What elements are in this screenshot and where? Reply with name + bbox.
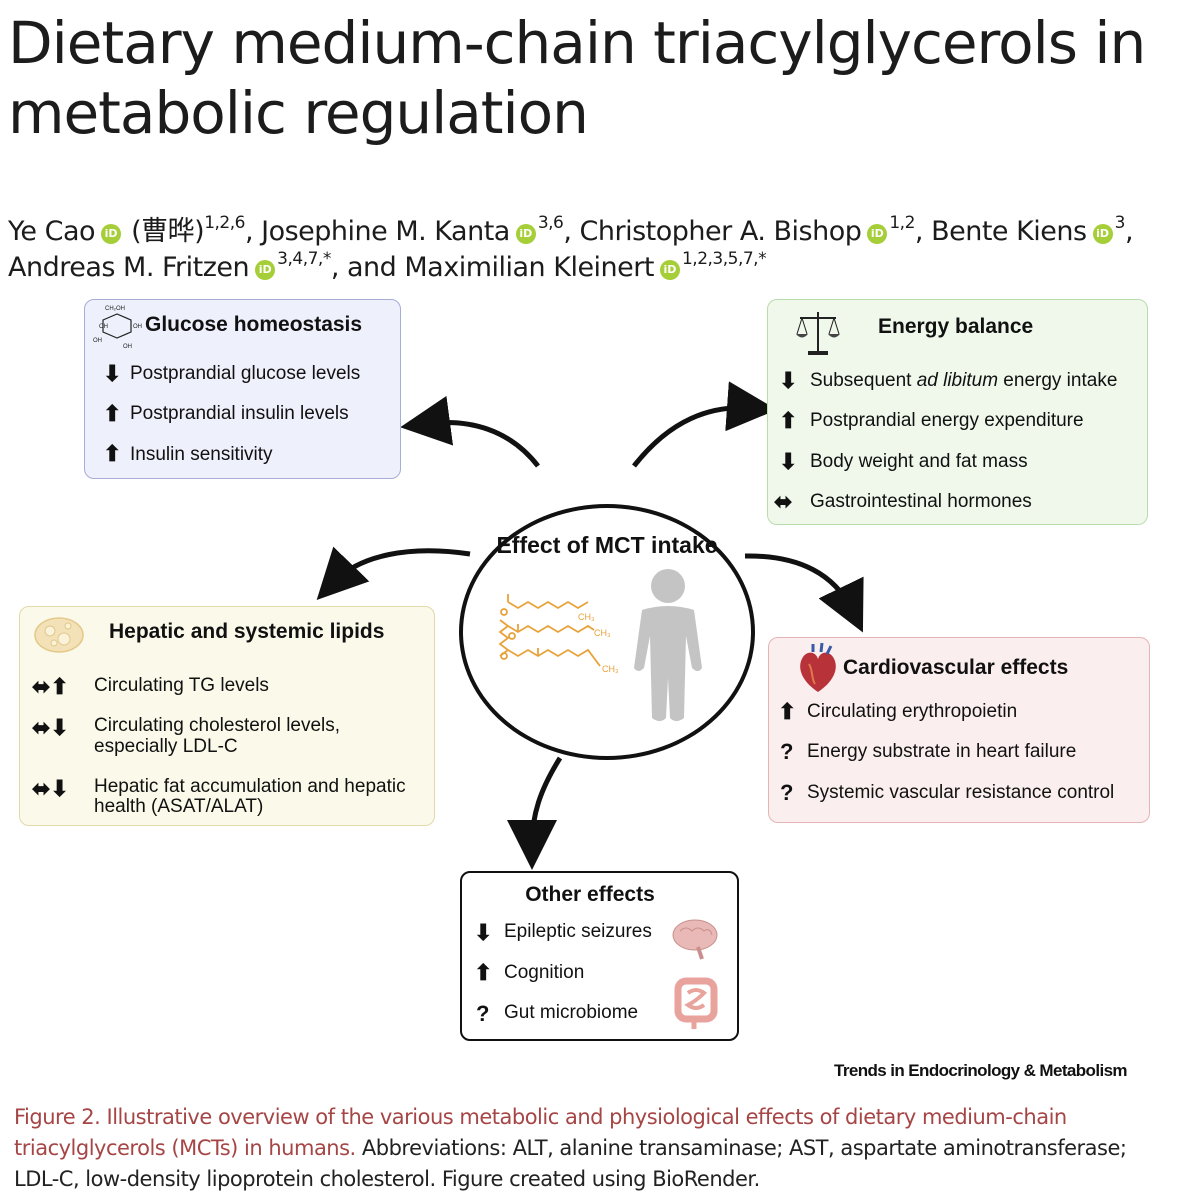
cardio-item-1: Energy substrate in heart failure	[807, 741, 1077, 762]
cardio-item-0-symbol: ⬆	[778, 699, 797, 724]
author-native-name: (曹晔)	[123, 216, 205, 247]
intestine-icon	[674, 977, 718, 1029]
lipids-item-1-line1: Circulating cholesterol levels,	[94, 715, 341, 736]
energy-item-3-symbol: ⬌	[774, 489, 793, 514]
energy-item-2: Body weight and fat mass	[810, 451, 1028, 472]
other-item-2: Gut microbiome	[504, 1002, 639, 1023]
energy-title: Energy balance	[878, 315, 1034, 338]
lipids-item-0: Circulating TG levels	[94, 675, 269, 696]
author-affiliation: 1,2,6	[204, 213, 245, 233]
mct-intake-circle	[459, 504, 755, 760]
hepatic-lipids-panel: Hepatic and systemic lipids ⬌⬆ Circulati…	[19, 606, 435, 826]
orcid-icon[interactable]: iD	[867, 224, 888, 244]
author-name[interactable]: Maximilian Kleinert	[404, 252, 654, 283]
author-name[interactable]: Josephine M. Kanta	[261, 216, 510, 247]
glucose-item-1: Postprandial insulin levels	[130, 403, 349, 424]
glucose-item-2: Insulin sensitivity	[130, 444, 273, 465]
mct-molecule-icon: CH₃ CH₃ CH₃	[498, 594, 619, 674]
other-item-1-symbol: ⬆	[474, 960, 493, 985]
lipids-item-1-line2: especially LDL-C	[94, 736, 238, 757]
cardio-item-0: Circulating erythropoietin	[807, 701, 1018, 722]
energy-item-1-symbol: ⬆	[779, 408, 798, 433]
glucose-icon-label-0: CH₂OH	[105, 306, 125, 312]
author-separator: , and	[330, 252, 405, 283]
author-name[interactable]: Ye Cao	[8, 216, 96, 247]
author-affiliation: 1,2,3,5,7,*	[681, 249, 767, 269]
energy-item-2-symbol: ⬇	[779, 449, 798, 474]
energy-item-0: Subsequent ad libitum energy intake	[810, 370, 1118, 391]
paper-title: Dietary medium-chain triacylglycerols in…	[8, 9, 1146, 147]
other-item-2-symbol: ?	[476, 1001, 490, 1026]
caption-rest: Abbreviations: ALT, alanine transaminase…	[14, 1136, 1127, 1191]
glucose-homeostasis-panel: CH₂OH OH OH OH OH Glucose homeostasis ⬇ …	[84, 299, 401, 479]
energy-balance-panel: Energy balance ⬇ Subsequent ad libitum e…	[767, 299, 1148, 525]
lipids-item-2-symbol: ⬌⬇	[32, 776, 69, 801]
ch3-label-1: CH₃	[594, 628, 611, 638]
glucose-title: Glucose homeostasis	[145, 313, 363, 336]
author-separator: ,	[1124, 216, 1134, 247]
author-affiliation: 3	[1114, 213, 1126, 233]
orcid-icon[interactable]: iD	[515, 224, 536, 244]
caption-lead: Figure 2. Illustrative overview of the v…	[14, 1105, 1067, 1160]
figure-caption: Figure 2. Illustrative overview of the v…	[14, 1102, 1174, 1195]
arrow-to-lipids	[316, 546, 471, 600]
glucose-item-2-symbol: ⬆	[103, 441, 122, 466]
author-separator: ,	[914, 216, 932, 247]
author-name[interactable]: Andreas M. Fritzen	[8, 252, 250, 283]
arrow-to-cardio	[744, 553, 864, 633]
ch3-label-2: CH₃	[602, 664, 619, 674]
author-separator: ,	[563, 216, 580, 247]
journal-name: Trends in Endocrinology & Metabolism	[834, 1061, 1128, 1080]
author-name[interactable]: Bente Kiens	[931, 216, 1087, 247]
author-affiliation: 3,6	[537, 213, 564, 233]
lipids-item-2-line2: health (ASAT/ALAT)	[94, 796, 264, 817]
glucose-item-0-symbol: ⬇	[103, 361, 122, 386]
orcid-icon[interactable]: iD	[659, 260, 680, 280]
other-effects-panel: Other effects ⬇ Epileptic seizures ⬆ Cog…	[460, 871, 739, 1041]
author-separator: ,	[244, 216, 262, 247]
energy-item-0-symbol: ⬇	[779, 368, 798, 393]
heart-icon	[800, 642, 836, 692]
other-title: Other effects	[525, 883, 655, 906]
cardio-item-2: Systemic vascular resistance control	[807, 782, 1115, 803]
orcid-icon[interactable]: iD	[1092, 224, 1113, 244]
lipids-item-1-symbol: ⬌⬇	[32, 715, 69, 740]
person-icon	[634, 569, 702, 721]
other-item-0-symbol: ⬇	[474, 920, 493, 945]
lipids-item-2-line1: Hepatic fat accumulation and hepatic	[94, 776, 406, 797]
glucose-icon-label-4: OH	[123, 344, 132, 350]
author-affiliation: 3,4,7,*	[277, 249, 331, 269]
center-title: Effect of MCT intake	[496, 532, 718, 558]
liver-cell-icon	[34, 617, 84, 653]
arrow-to-energy	[632, 381, 777, 468]
other-item-1: Cognition	[504, 962, 585, 983]
author-affiliation: 1,2	[889, 213, 915, 233]
cardiovascular-panel: Cardiovascular effects ⬆ Circulating ery…	[768, 637, 1150, 823]
cardio-item-1-symbol: ?	[780, 739, 794, 764]
glucose-icon-label-3: OH	[93, 338, 102, 344]
cardio-item-2-symbol: ?	[780, 780, 794, 805]
glucose-icon-label-2: OH	[133, 324, 142, 330]
cardio-title: Cardiovascular effects	[843, 656, 1069, 679]
balance-scale-icon	[796, 312, 840, 355]
lipids-title: Hepatic and systemic lipids	[109, 620, 385, 643]
glucose-icon-label-1: OH	[99, 324, 108, 330]
glucose-item-1-symbol: ⬆	[103, 401, 122, 426]
orcid-icon[interactable]: iD	[255, 260, 276, 280]
orcid-icon[interactable]: iD	[101, 224, 122, 244]
energy-item-3: Gastrointestinal hormones	[810, 491, 1032, 512]
glucose-item-0: Postprandial glucose levels	[130, 363, 361, 384]
arrow-to-other	[507, 756, 563, 870]
lipids-item-0-symbol: ⬌⬆	[32, 674, 69, 699]
brain-icon	[672, 919, 718, 960]
other-item-0: Epileptic seizures	[504, 921, 652, 942]
energy-item-1: Postprandial energy expenditure	[810, 410, 1084, 431]
glucose-molecule-icon: CH₂OH OH OH OH OH	[93, 306, 142, 350]
arrow-to-glucose	[400, 395, 540, 468]
author-name[interactable]: Christopher A. Bishop	[579, 216, 862, 247]
ch3-label-0: CH₃	[578, 612, 595, 622]
